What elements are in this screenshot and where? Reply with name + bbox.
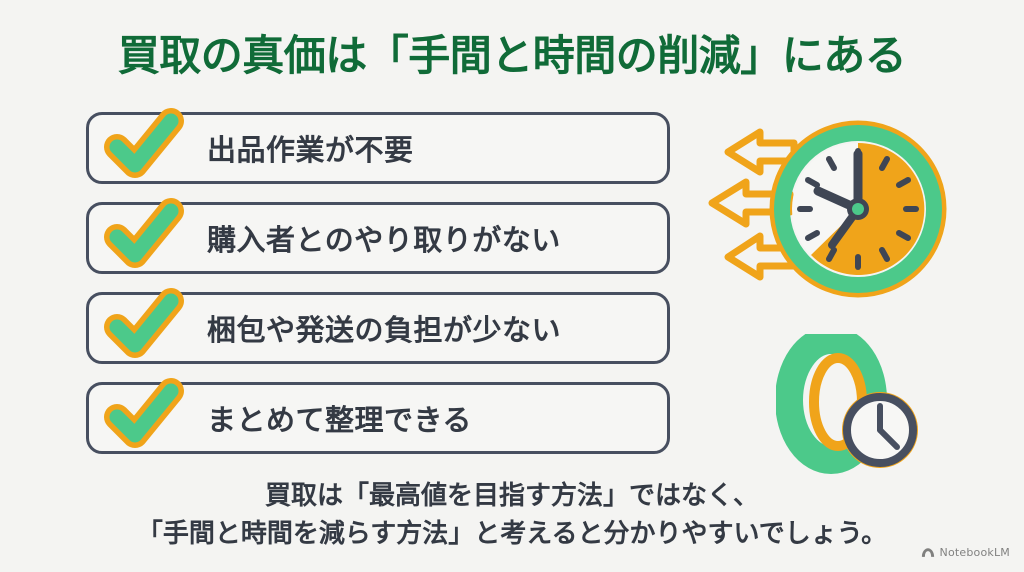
footer-line-2: 「手間と時間を減らす方法」と考えると分かりやすいでしょう。 <box>136 518 888 549</box>
clock-with-arrows-icon <box>698 118 948 328</box>
list-item-label: まとめて整理できる <box>207 403 472 437</box>
list-item-label: 出品作業が不要 <box>207 133 414 167</box>
watermark-label: NotebookLM <box>939 546 1010 559</box>
check-icon <box>97 369 189 461</box>
zero-with-small-clock-icon <box>775 326 926 474</box>
check-icon <box>97 99 189 191</box>
list-item-label: 梱包や発送の負担が少ない <box>207 313 562 347</box>
list-item[interactable]: 出品作業が不要 <box>86 108 670 184</box>
notebooklm-logo-icon <box>921 543 935 562</box>
page-title: 買取の真価は「手間と時間の削減」にある <box>117 31 907 80</box>
footer-line-1: 買取は「最高値を目指す方法」ではなく、 <box>264 481 759 511</box>
notebooklm-watermark: NotebookLM <box>921 543 1010 562</box>
benefit-checklist: 出品作業が不要 購入者とのやり取りがない 梱包や発送の負担が少ない <box>86 108 670 454</box>
check-icon <box>97 279 189 371</box>
list-item-label: 購入者とのやり取りがない <box>207 223 561 257</box>
check-icon <box>97 189 189 281</box>
list-item[interactable]: 購入者とのやり取りがない <box>86 198 670 274</box>
list-item[interactable]: まとめて整理できる <box>86 378 670 454</box>
footer-note: 買取は「最高値を目指す方法」ではなく、 「手間と時間を減らす方法」と考えると分か… <box>0 478 1024 553</box>
list-item[interactable]: 梱包や発送の負担が少ない <box>86 288 670 364</box>
